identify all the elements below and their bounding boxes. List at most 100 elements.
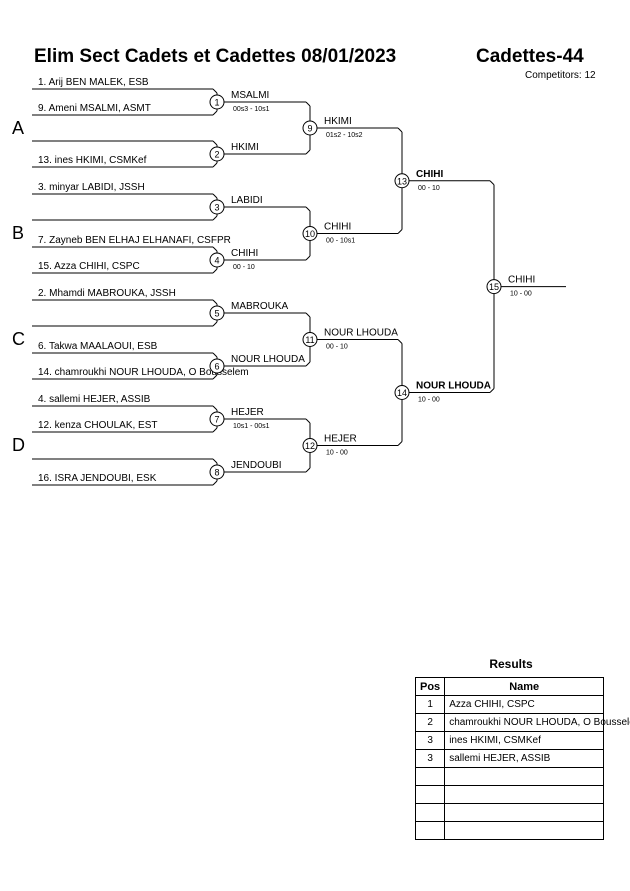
match-circle — [209, 464, 225, 480]
match-winner: MABROUKA — [231, 301, 289, 312]
match-circle — [394, 173, 410, 189]
bracket-line — [397, 441, 403, 446]
results-row — [414, 767, 605, 786]
bracket-line — [305, 206, 311, 212]
results-pos — [414, 803, 446, 822]
entrant-name: 1. Arij BEN MALEK, ESB — [38, 77, 149, 88]
match-number: 12 — [305, 441, 315, 451]
bracket-line — [212, 405, 218, 411]
match-winner: HKIMI — [231, 142, 259, 153]
match-score: 00 - 10 — [326, 344, 348, 351]
bracket-line — [305, 312, 311, 318]
pool-label: C — [12, 329, 25, 349]
match-number: 5 — [214, 309, 219, 319]
results-row — [414, 803, 605, 822]
match-number: 6 — [214, 362, 219, 372]
results-row — [414, 785, 605, 804]
results-name — [444, 803, 605, 822]
match-winner: NOUR LHOUDA — [416, 381, 491, 392]
match-circle — [394, 385, 410, 400]
entrant-name: 15. Azza CHIHI, CSPC — [38, 261, 140, 272]
results-name: ines HKIMI, CSMKef — [444, 731, 605, 750]
bracket-line — [212, 480, 218, 486]
match-winner: CHIHI — [416, 169, 443, 180]
match-score: 00s3 - 10s1 — [233, 106, 270, 113]
entrant-name: 14. chamroukhi NOUR LHOUDA, O Bousselem — [38, 367, 249, 378]
results-pos — [414, 785, 446, 804]
match-circle — [302, 226, 318, 241]
bracket-line — [489, 388, 495, 393]
match-winner: HEJER — [231, 407, 264, 418]
bracket-line — [305, 255, 311, 261]
match-circle — [209, 199, 225, 215]
entrant-name: 3. minyar LABIDI, JSSH — [38, 182, 145, 193]
match-score: 01s2 - 10s2 — [326, 132, 363, 139]
match-number: 9 — [307, 124, 312, 134]
match-winner: HKIMI — [324, 116, 352, 127]
bracket-line — [212, 215, 218, 221]
match-number: 15 — [489, 282, 499, 292]
entrant-name: 6. Takwa MAALAOUI, ESB — [38, 341, 158, 352]
match-score: 10 - 00 — [510, 291, 532, 298]
bracket-line — [397, 127, 403, 133]
match-circle — [209, 94, 225, 110]
results-header-pos: Pos — [414, 677, 446, 696]
match-circle — [302, 332, 318, 347]
match-number: 14 — [397, 388, 407, 398]
bracket-line — [212, 427, 218, 433]
match-number: 2 — [214, 150, 219, 160]
bracket-line — [397, 339, 403, 344]
results-pos: 3 — [414, 749, 446, 768]
match-score: 10 - 00 — [418, 397, 440, 404]
match-score: 10 - 00 — [326, 450, 348, 457]
results-pos: 3 — [414, 731, 446, 750]
results-name: Azza CHIHI, CSPC — [444, 695, 605, 714]
match-number: 7 — [214, 415, 219, 425]
match-circle — [302, 438, 318, 453]
match-winner: CHIHI — [324, 222, 351, 233]
bracket-line — [212, 268, 218, 274]
pool-label: B — [12, 223, 24, 243]
match-score: 00 - 10 — [233, 264, 255, 271]
bracket-line — [212, 193, 218, 199]
bracket-line — [305, 467, 311, 473]
match-circle — [209, 358, 225, 374]
match-circle — [486, 279, 502, 295]
match-circle — [209, 252, 225, 268]
bracket-line — [212, 458, 218, 464]
match-circle — [209, 305, 225, 321]
bracket-line — [212, 162, 218, 168]
match-score: 00 - 10 — [418, 185, 440, 192]
bracket-line — [397, 229, 403, 234]
results-name — [444, 785, 605, 804]
match-number: 13 — [397, 176, 407, 186]
bracket-line — [212, 246, 218, 252]
match-winner: NOUR LHOUDA — [231, 354, 305, 365]
category-title: Cadettes-44 — [476, 46, 584, 67]
entrant-name: 7. Zayneb BEN ELHAJ ELHANAFI, CSFPR — [38, 235, 231, 246]
results-name: chamroukhi NOUR LHOUDA, O Bousselem — [444, 713, 630, 732]
bracket-line — [305, 418, 311, 424]
match-circle — [209, 146, 225, 162]
results-pos: 2 — [414, 713, 446, 732]
match-winner: CHIHI — [231, 248, 258, 259]
results-pos: 1 — [414, 695, 446, 714]
bracket-line — [305, 149, 311, 155]
results-name — [444, 821, 605, 840]
entrant-name: 16. ISRA JENDOUBI, ESK — [38, 473, 157, 484]
bracket-line — [212, 321, 218, 327]
match-circle — [209, 411, 225, 427]
bracket-line — [212, 374, 218, 380]
bracket-line — [212, 352, 218, 358]
match-winner: NOUR LHOUDA — [324, 328, 398, 339]
match-winner: JENDOUBI — [231, 460, 282, 471]
match-number: 10 — [305, 229, 315, 239]
match-number: 8 — [214, 468, 219, 478]
results-row — [414, 821, 605, 840]
